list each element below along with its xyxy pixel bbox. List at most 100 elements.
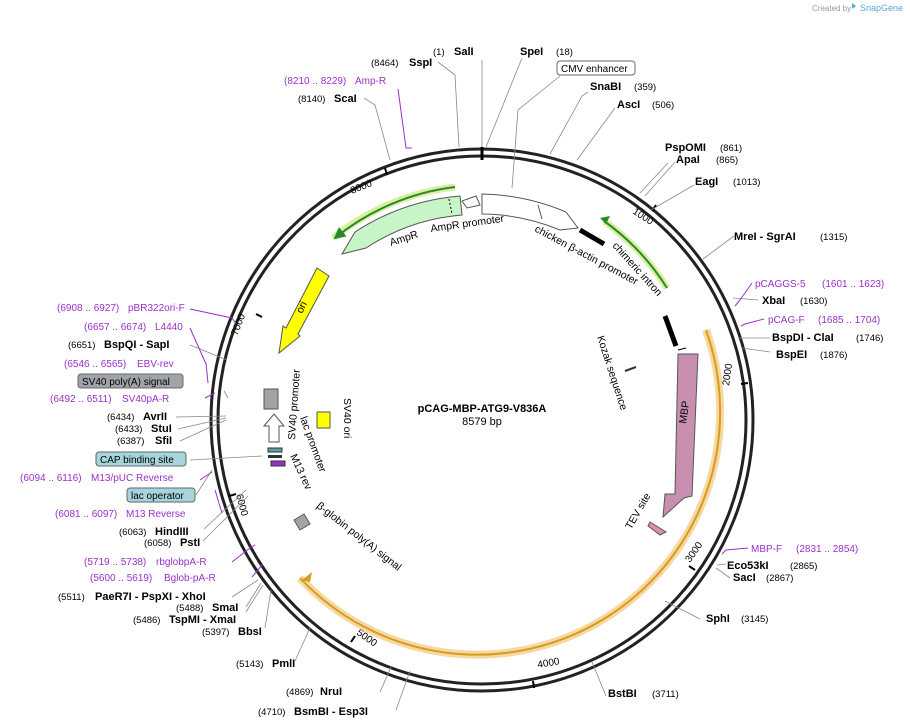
enz-pos-psti: (6058) bbox=[144, 538, 171, 549]
enz-pos-avrii: (6434) bbox=[107, 412, 134, 423]
enz-scai[interactable]: ScaI bbox=[334, 93, 357, 105]
primer-leader-lines bbox=[189, 88, 765, 578]
primer-ebv[interactable]: EBV-rev bbox=[137, 359, 174, 370]
primer-range-m13puc: (6094 .. 6116) bbox=[20, 473, 82, 484]
primer-range-pcagf: (1685 .. 1704) bbox=[818, 315, 880, 326]
enz-xbai[interactable]: XbaI bbox=[762, 295, 785, 307]
tick-2000: 2000 bbox=[721, 362, 735, 386]
enz-bsmbi-esp3i[interactable]: BsmBI - Esp3I bbox=[294, 706, 368, 718]
enz-pos-spei: (18) bbox=[556, 47, 573, 58]
ampr-divider bbox=[448, 198, 453, 215]
enz-eagi[interactable]: EagI bbox=[695, 176, 718, 188]
primer-ampr[interactable]: Amp-R bbox=[355, 76, 386, 87]
ori-feature[interactable] bbox=[278, 267, 330, 355]
primer-range-mbpf: (2831 .. 2854) bbox=[796, 544, 858, 555]
enz-eco53ki[interactable]: Eco53kI bbox=[727, 560, 769, 572]
enz-hindiii[interactable]: HindIII bbox=[155, 526, 189, 538]
lac-operator-box[interactable] bbox=[126, 487, 196, 503]
enz-saci[interactable]: SacI bbox=[733, 572, 756, 584]
beta-globin-box[interactable] bbox=[293, 513, 311, 531]
enz-psti[interactable]: PstI bbox=[180, 537, 200, 549]
enz-smai[interactable]: SmaI bbox=[212, 602, 238, 614]
label-mbp: MBP bbox=[677, 400, 692, 424]
cmv-enhancer-label: CMV enhancer bbox=[561, 64, 628, 75]
amp-arc bbox=[333, 186, 456, 240]
tev-site-feature[interactable] bbox=[647, 521, 668, 536]
enz-snabi[interactable]: SnaBI bbox=[590, 81, 621, 93]
label-ori: ori bbox=[294, 300, 310, 316]
primer-range-ebv: (6546 .. 6565) bbox=[64, 359, 126, 370]
enz-pspomi[interactable]: PspOMI bbox=[665, 142, 706, 154]
primer-rbglobpa[interactable]: rbglobpA-R bbox=[156, 557, 207, 568]
enz-spei[interactable]: SpeI bbox=[520, 46, 543, 58]
enz-avrii[interactable]: AvrII bbox=[143, 411, 167, 423]
m13-rev-marker bbox=[270, 460, 286, 467]
primer-pcagf[interactable]: pCAG-F bbox=[768, 315, 805, 326]
enz-pos-saci: (2867) bbox=[766, 573, 793, 584]
sv40-ori-feature[interactable] bbox=[316, 411, 331, 429]
primer-pcaggs5[interactable]: pCAGGS-5 bbox=[755, 279, 806, 290]
enz-sspi[interactable]: SspI bbox=[409, 57, 432, 69]
kozak-sequence-mark bbox=[624, 366, 637, 372]
enz-pos-sfii: (6387) bbox=[117, 436, 144, 447]
enz-apai[interactable]: ApaI bbox=[676, 154, 700, 166]
enz-sphi[interactable]: SphI bbox=[706, 613, 730, 625]
primer-range-m13rev: (6081 .. 6097) bbox=[55, 509, 117, 520]
label-beta-globin: β-globin poly(A) signal bbox=[314, 500, 403, 574]
enz-mrei-sgrai[interactable]: MreI - SgrAI bbox=[734, 231, 796, 243]
cmv-enhancer-box[interactable] bbox=[556, 60, 636, 76]
enz-bspdi-clai[interactable]: BspDI - ClaI bbox=[772, 332, 834, 344]
enz-pos-snabi: (359) bbox=[634, 82, 656, 93]
primer-m13puc[interactable]: M13/pUC Reverse bbox=[91, 473, 174, 484]
enz-paer7i-pspxi-xhoi[interactable]: PaeR7I - PspXI - XhoI bbox=[95, 591, 206, 603]
primer-range-rbglobpa: (5719 .. 5738) bbox=[84, 557, 146, 568]
primer-m13rev[interactable]: M13 Reverse bbox=[126, 509, 186, 520]
enz-nrui[interactable]: NruI bbox=[320, 686, 342, 698]
cap-binding-label: CAP binding site bbox=[100, 455, 174, 466]
insert-highlight-arc bbox=[297, 328, 725, 659]
ampr-feature[interactable] bbox=[340, 195, 463, 255]
enz-pmli[interactable]: PmlI bbox=[272, 658, 295, 670]
lac-operator-label: lac operator bbox=[131, 491, 184, 502]
enz-asci[interactable]: AscI bbox=[617, 99, 640, 111]
lac-promoter-arrow[interactable] bbox=[262, 413, 286, 443]
intron-marker bbox=[578, 227, 606, 247]
enz-tspmi-xmai[interactable]: TspMI - XmaI bbox=[169, 614, 236, 626]
plasmid-name: pCAG-MBP-ATG9-V836A bbox=[418, 403, 547, 415]
enz-pos-mrei: (1315) bbox=[820, 232, 847, 243]
primer-l4440[interactable]: L4440 bbox=[155, 322, 183, 333]
enz-bstbi[interactable]: BstBI bbox=[608, 688, 637, 700]
label-sv40-promoter: SV40 promoter bbox=[286, 368, 303, 440]
mbp-feature[interactable] bbox=[662, 353, 699, 519]
enz-pos-bstbi: (3711) bbox=[652, 689, 679, 700]
intron-arc bbox=[603, 220, 668, 289]
enz-pos-hindiii: (6063) bbox=[119, 527, 146, 538]
plasmid-size: 8579 bp bbox=[462, 416, 502, 428]
enz-pos-bbsi: (5397) bbox=[202, 627, 229, 638]
primer-range-bglobpa: (5600 .. 5619) bbox=[90, 573, 152, 584]
primer-mbpf[interactable]: MBP-F bbox=[751, 544, 782, 555]
enz-bspqi-sapi[interactable]: BspQI - SapI bbox=[104, 339, 169, 351]
primer-range-pcaggs5: (1601 .. 1623) bbox=[822, 279, 884, 290]
enz-stui[interactable]: StuI bbox=[151, 423, 172, 435]
sv40-polya-box[interactable] bbox=[77, 373, 184, 389]
enz-sfii[interactable]: SfiI bbox=[155, 435, 172, 447]
enz-pos-bspqi: (6651) bbox=[68, 340, 95, 351]
intron-arrow-icon bbox=[600, 216, 610, 224]
enz-bbsi[interactable]: BbsI bbox=[238, 626, 262, 638]
label-kozak: Kozak sequence bbox=[594, 334, 629, 412]
primer-bglobpa[interactable]: Bglob-pA-R bbox=[164, 573, 216, 584]
enz-pos-apai: (865) bbox=[716, 155, 738, 166]
enz-bspei[interactable]: BspEI bbox=[776, 349, 807, 361]
enz-pos-xbai: (1630) bbox=[800, 296, 827, 307]
enz-pos-pmli: (5143) bbox=[236, 659, 263, 670]
cap-binding-box[interactable] bbox=[95, 451, 187, 467]
primer-pbr322[interactable]: pBR322ori-F bbox=[128, 303, 185, 314]
cba-promoter-feature[interactable] bbox=[481, 193, 579, 231]
sv40-promoter-box[interactable] bbox=[263, 388, 279, 410]
enz-sali[interactable]: SalI bbox=[454, 46, 474, 58]
primer-range-l4440: (6657 .. 6674) bbox=[84, 322, 146, 333]
primer-sv40pa[interactable]: SV40pA-R bbox=[122, 394, 169, 405]
